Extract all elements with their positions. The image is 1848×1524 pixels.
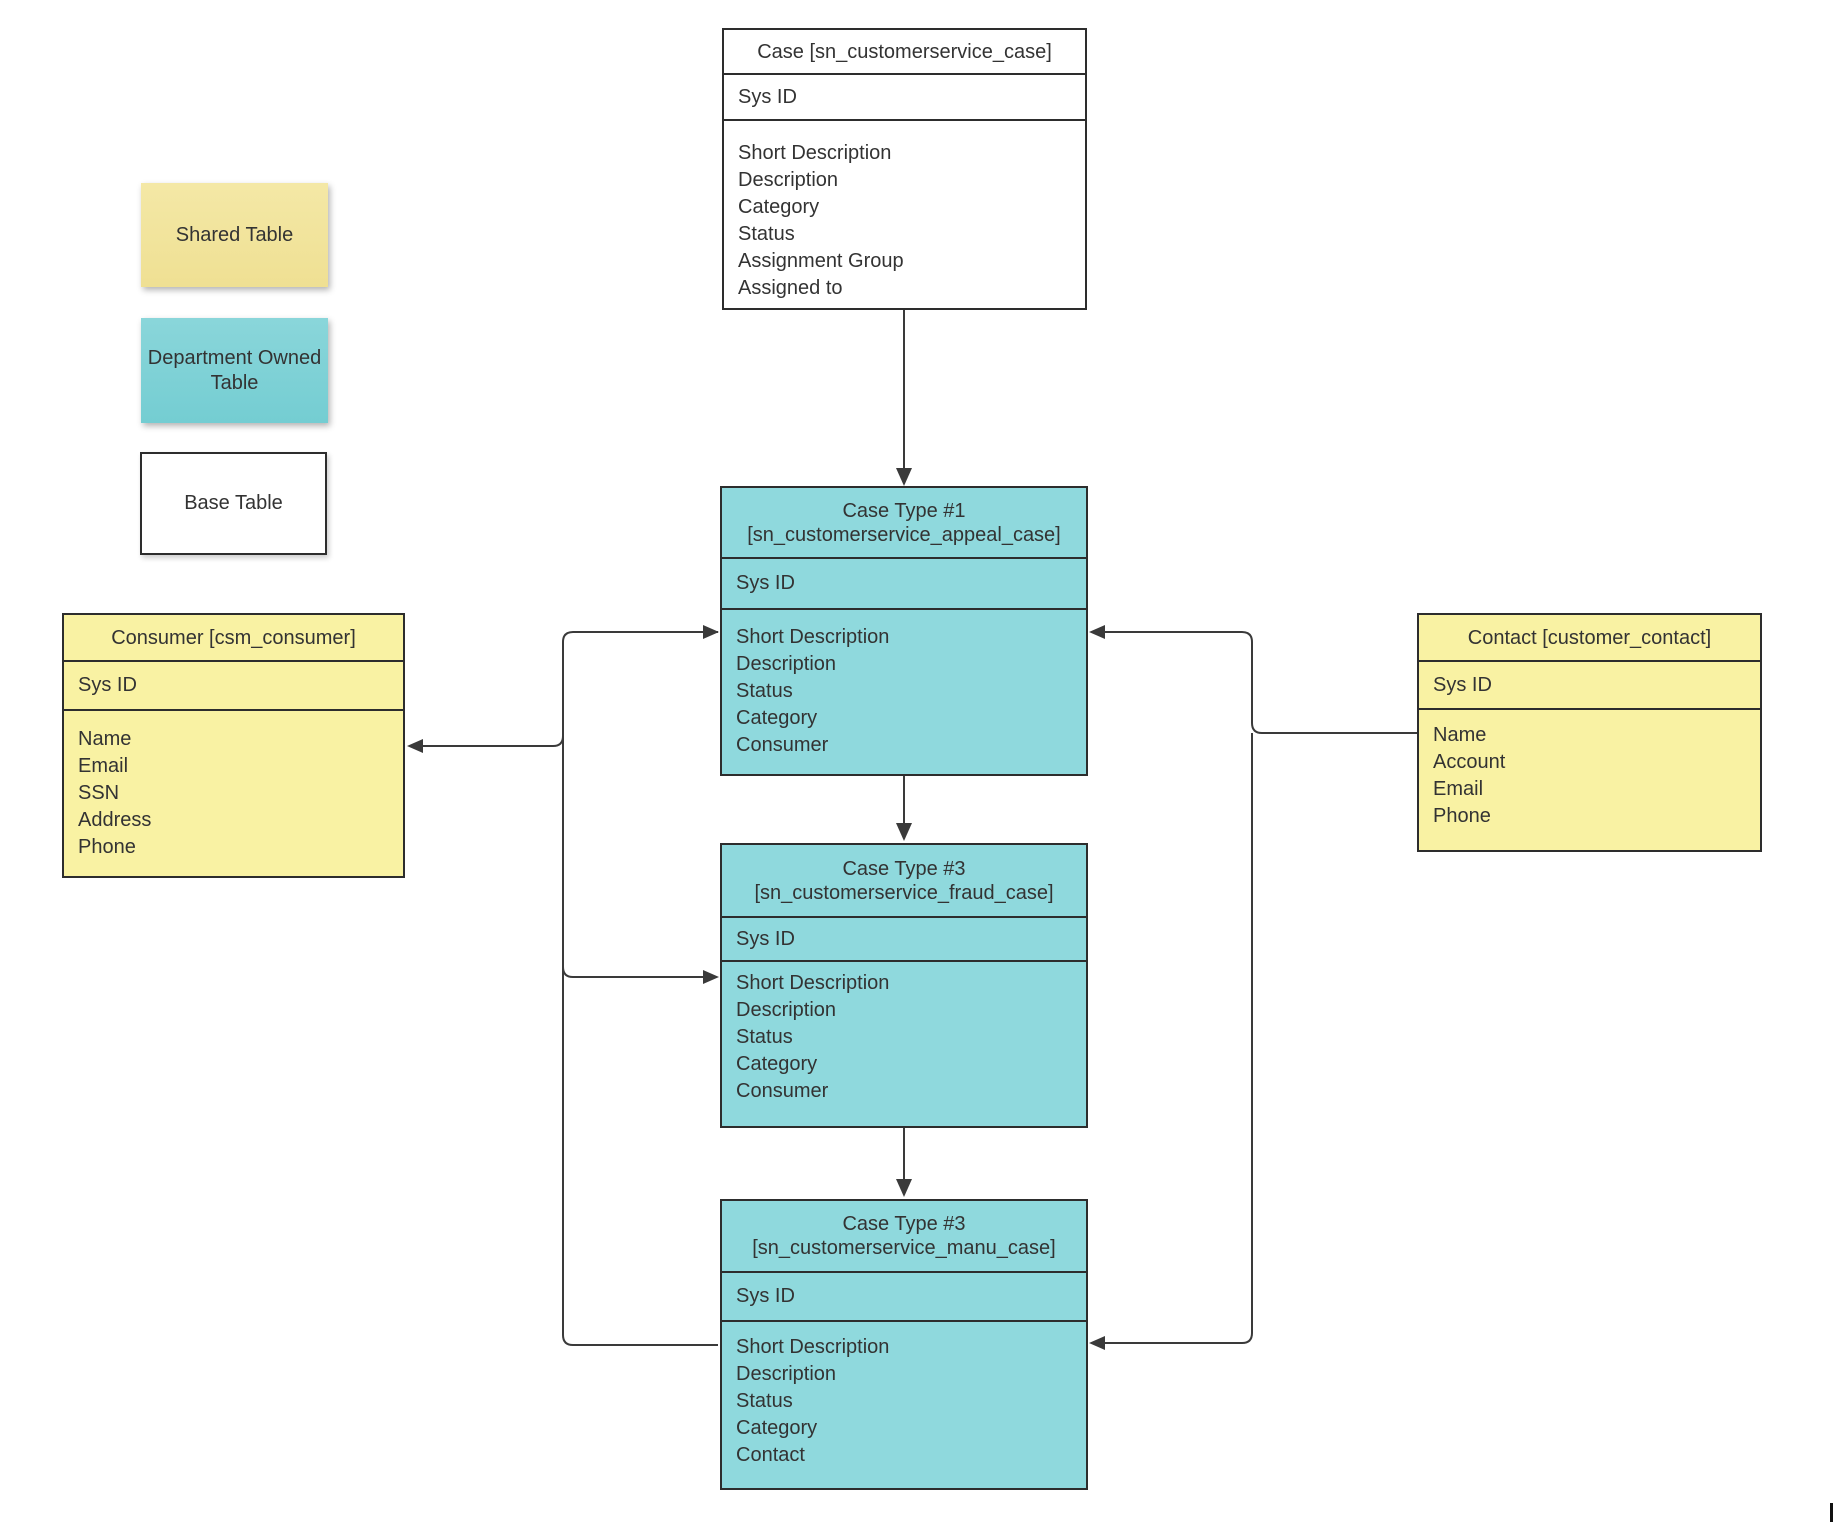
legend-shared-label: Shared Table xyxy=(175,223,294,246)
table-field: Short Description xyxy=(736,1336,890,1358)
legend-base-label: Base Table xyxy=(184,492,283,514)
table-field: Consumer xyxy=(736,734,829,756)
table-manu-key: Sys ID xyxy=(722,1273,1086,1322)
table-field: Consumer xyxy=(736,1080,829,1102)
arrowhead-into-manu-right xyxy=(1089,1336,1105,1350)
table-contact[interactable]: Contact [customer_contact] Sys ID Name A… xyxy=(1417,613,1762,852)
table-fraud-title: Case Type #3 [sn_customerservice_fraud_c… xyxy=(722,845,1086,918)
arrowhead-down-appeal xyxy=(896,468,912,486)
table-field: Description xyxy=(736,1363,837,1385)
arrowhead-down-manu xyxy=(896,1179,912,1197)
table-field: Description xyxy=(736,999,837,1021)
table-field: Category xyxy=(736,1053,818,1075)
table-field: Assigned to xyxy=(738,277,843,299)
table-field: SSN xyxy=(78,782,120,804)
table-appeal-case[interactable]: Case Type #1 [sn_customerservice_appeal_… xyxy=(720,486,1088,776)
table-fraud-key: Sys ID xyxy=(722,918,1086,962)
table-field: Account xyxy=(1433,751,1506,773)
arrowhead-into-appeal-right xyxy=(1089,625,1105,639)
table-field: Category xyxy=(736,1417,818,1439)
table-consumer-fields: Name Email SSN Address Phone xyxy=(64,711,403,876)
connector-to-consumer xyxy=(414,735,564,747)
table-consumer-title: Consumer [csm_consumer] xyxy=(64,615,403,662)
table-case-fields: Short Description Description Category S… xyxy=(724,121,1085,308)
table-fraud-fields: Short Description Description Status Cat… xyxy=(722,962,1086,1126)
connector-left-spine xyxy=(562,631,718,1346)
table-fraud-case[interactable]: Case Type #3 [sn_customerservice_fraud_c… xyxy=(720,843,1088,1128)
table-manu-case[interactable]: Case Type #3 [sn_customerservice_manu_ca… xyxy=(720,1199,1088,1490)
table-field: Assignment Group xyxy=(738,250,904,272)
table-field: Description xyxy=(736,653,837,675)
arrowhead-into-consumer xyxy=(407,739,423,753)
table-field: Name xyxy=(1433,724,1487,746)
connector-contact-manu xyxy=(1096,733,1253,1344)
connector-lines xyxy=(414,310,1417,1346)
arrowhead-into-fraud-left xyxy=(703,970,719,984)
table-manu-fields: Short Description Description Status Cat… xyxy=(722,1322,1086,1488)
table-field: Status xyxy=(736,1390,793,1412)
table-contact-key: Sys ID xyxy=(1419,662,1760,710)
table-appeal-title: Case Type #1 [sn_customerservice_appeal_… xyxy=(722,488,1086,559)
table-field: Description xyxy=(738,169,839,191)
table-field: Phone xyxy=(78,836,136,858)
table-field: Short Description xyxy=(738,142,892,164)
connector-contact-appeal xyxy=(1096,631,1417,734)
table-case-key: Sys ID xyxy=(724,75,1085,121)
table-field: Address xyxy=(78,809,152,831)
table-field: Contact xyxy=(736,1444,805,1466)
table-field: Status xyxy=(736,680,793,702)
connector-to-fraud xyxy=(562,966,710,978)
table-field: Category xyxy=(738,196,820,218)
table-field: Email xyxy=(78,755,129,777)
arrowhead-into-appeal-left xyxy=(703,625,719,639)
legend-department-label: Department Owned Table xyxy=(147,346,322,394)
table-contact-title: Contact [customer_contact] xyxy=(1419,615,1760,662)
table-field: Phone xyxy=(1433,805,1491,827)
table-consumer[interactable]: Consumer [csm_consumer] Sys ID Name Emai… xyxy=(62,613,405,878)
table-case-title: Case [sn_customerservice_case] xyxy=(724,30,1085,75)
table-field: Status xyxy=(738,223,795,245)
text-cursor xyxy=(1830,1503,1833,1522)
legend-shared-table[interactable]: Shared Table xyxy=(141,183,328,287)
table-case[interactable]: Case [sn_customerservice_case] Sys ID Sh… xyxy=(722,28,1087,310)
table-field: Short Description xyxy=(736,972,890,994)
table-appeal-key: Sys ID xyxy=(722,559,1086,610)
table-field: Category xyxy=(736,707,818,729)
legend-department-owned-table[interactable]: Department Owned Table xyxy=(141,318,328,423)
table-field: Short Description xyxy=(736,626,890,648)
legend-base-table[interactable]: Base Table xyxy=(140,452,327,555)
table-contact-fields: Name Account Email Phone xyxy=(1419,710,1760,850)
table-field: Status xyxy=(736,1026,793,1048)
arrowhead-down-fraud xyxy=(896,823,912,841)
table-field: Name xyxy=(78,728,132,750)
table-appeal-fields: Short Description Description Status Cat… xyxy=(722,610,1086,774)
table-field: Email xyxy=(1433,778,1484,800)
table-consumer-key: Sys ID xyxy=(64,662,403,711)
table-manu-title: Case Type #3 [sn_customerservice_manu_ca… xyxy=(722,1201,1086,1273)
